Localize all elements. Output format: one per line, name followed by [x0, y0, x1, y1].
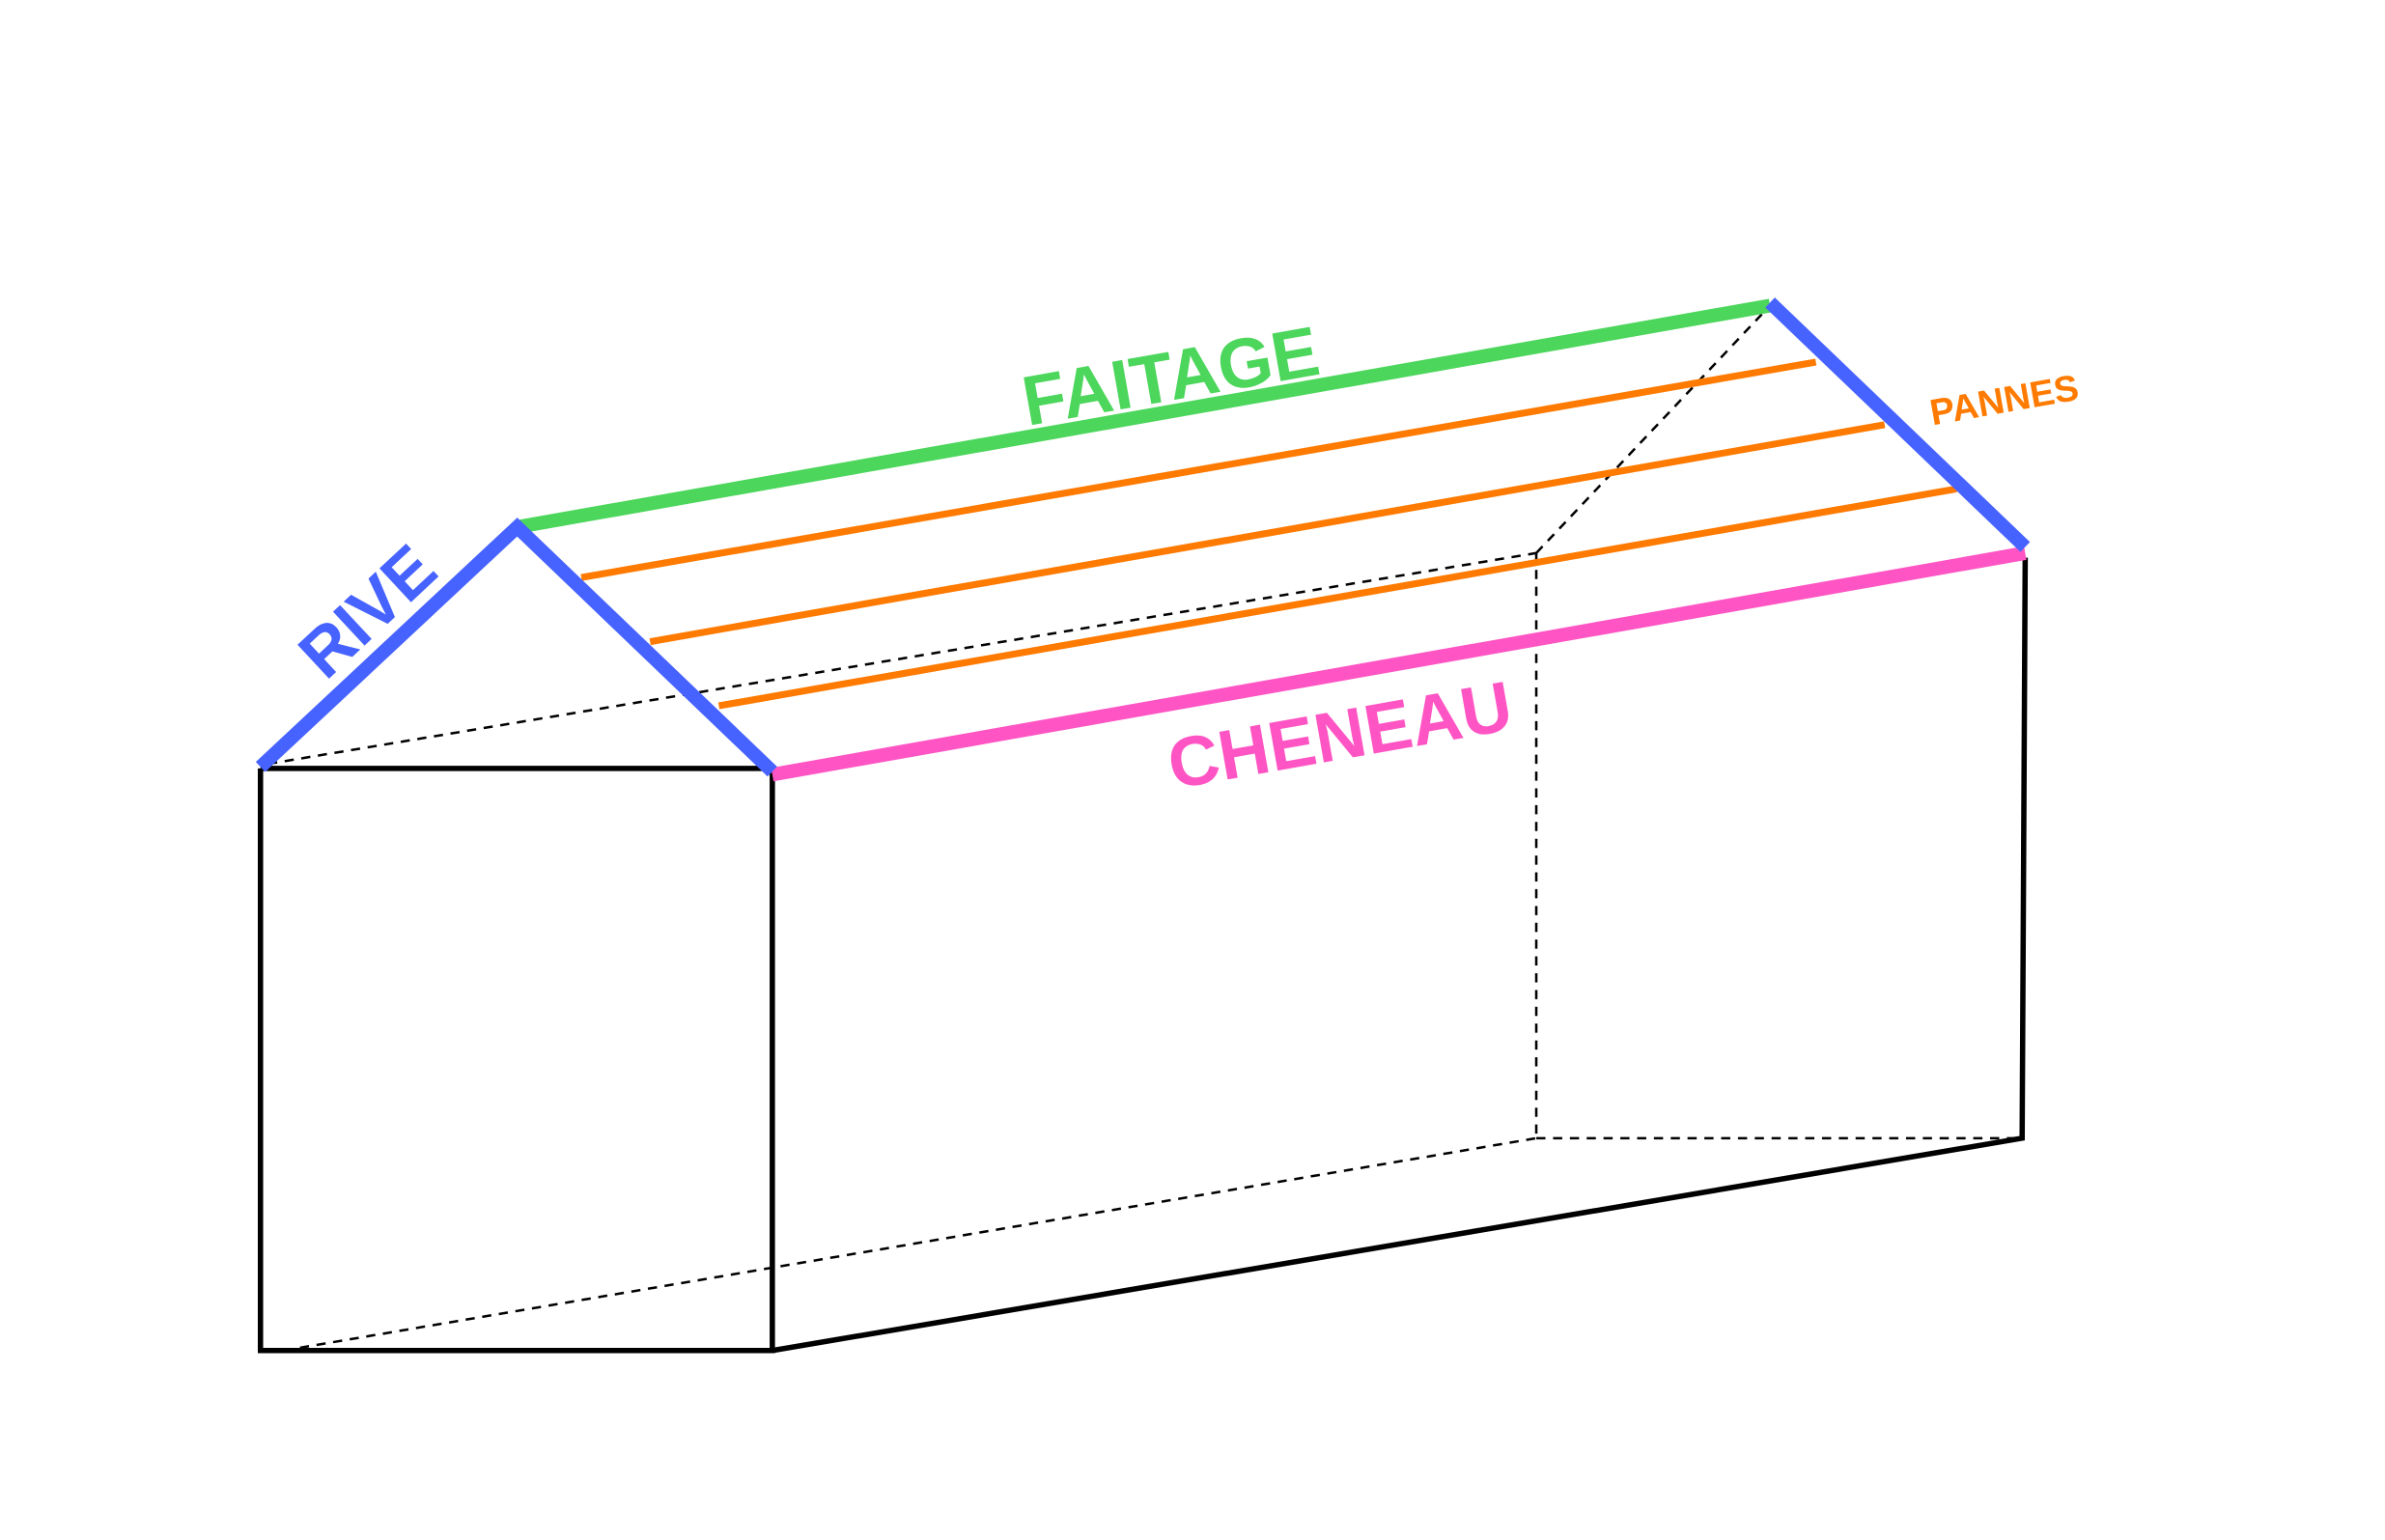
building-outline [258, 557, 2029, 1354]
front-gable-wall [258, 766, 775, 1354]
pannes-label: PANNES [1927, 368, 2082, 434]
hidden-edges [267, 304, 2023, 1353]
rive-back [1765, 297, 2031, 552]
hidden-back-eave [267, 551, 1537, 766]
panne-2 [649, 421, 1886, 646]
panne-3 [717, 485, 1957, 710]
panne-1 [580, 358, 1817, 581]
hidden-left-base [283, 1136, 1537, 1353]
hidden-back-rafter [1535, 304, 1772, 554]
cheneau-line [771, 546, 2027, 782]
side-wall [772, 557, 2029, 1354]
cheneau-label: CHENEAU [1163, 667, 1518, 804]
pannes-lines [580, 358, 1957, 710]
faitage-label: FAITAGE [1017, 312, 1325, 441]
faitage-line [516, 298, 1772, 534]
rive-lines [255, 297, 2031, 777]
rive-front [255, 518, 777, 777]
